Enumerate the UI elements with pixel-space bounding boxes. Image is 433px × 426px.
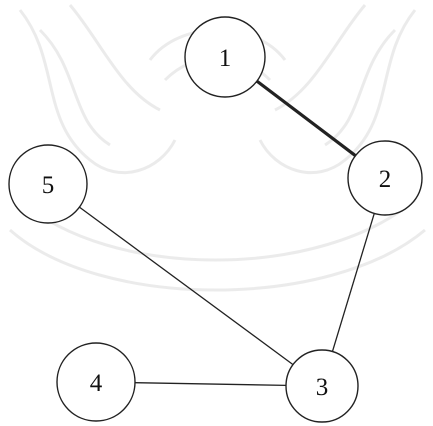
node-4-circle — [56, 342, 136, 422]
edge-2-3 — [331, 213, 375, 352]
node-1: 1 — [184, 16, 266, 98]
edge-5-3 — [79, 206, 294, 366]
edges-group — [79, 79, 375, 387]
edge-1-2 — [255, 79, 357, 157]
node-5-circle — [8, 144, 88, 224]
node-3: 3 — [285, 349, 359, 423]
node-2-label: 2 — [379, 166, 392, 193]
node-5: 5 — [8, 144, 88, 224]
node-5-label: 5 — [42, 172, 55, 199]
node-4: 4 — [56, 342, 136, 422]
edge-4-3 — [134, 382, 287, 387]
node-1-label: 1 — [219, 45, 232, 72]
node-3-circle — [285, 349, 359, 423]
node-1-circle — [184, 16, 266, 98]
node-3-label: 3 — [316, 374, 329, 401]
nodes-group: 1 2 3 4 5 — [8, 16, 423, 423]
node-4-label: 4 — [90, 370, 103, 397]
node-2: 2 — [347, 140, 423, 216]
node-2-circle — [347, 140, 423, 216]
